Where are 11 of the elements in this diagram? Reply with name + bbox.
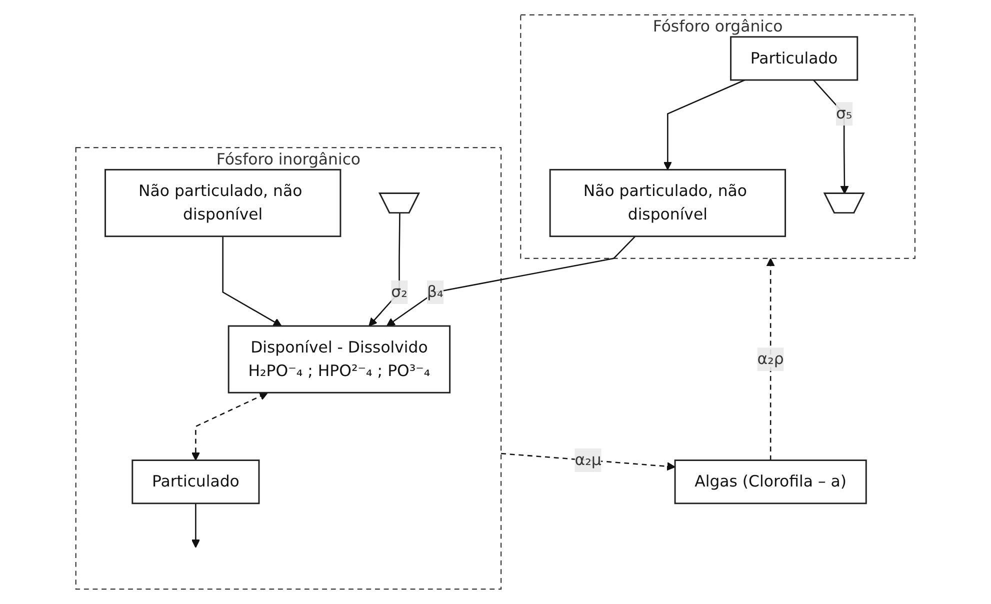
process-box: Particulado: [132, 460, 260, 504]
edge-label: β₄: [427, 280, 444, 304]
edge-label: σ₂: [391, 280, 408, 304]
process-box: Não particulado, não disponível: [104, 168, 342, 238]
process-box: Particulado: [730, 36, 858, 81]
process-box: Não particulado, não disponível: [549, 168, 786, 238]
process-box: Algas (Clorofila – a): [674, 460, 867, 504]
edge-label: α₂ρ: [757, 348, 784, 372]
edge-label: σ₅: [836, 102, 852, 126]
process-box: Disponível - Dissolvido H₂PO⁻₄ ; HPO²⁻₄ ; PO³⁻₄: [228, 325, 451, 394]
edge-label: α₂μ: [574, 448, 602, 472]
